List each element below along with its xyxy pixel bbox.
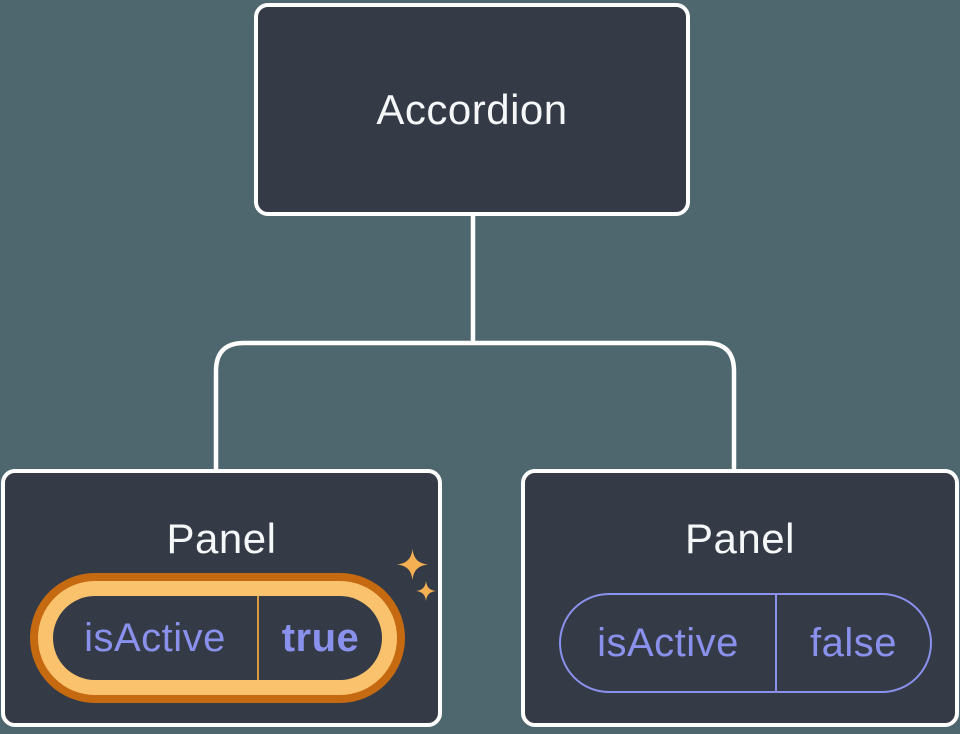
connector-branch xyxy=(213,340,737,471)
state-pill-divider xyxy=(775,595,777,691)
state-value-label: false xyxy=(810,620,897,665)
state-key-label: isActive xyxy=(84,615,226,660)
state-pill-interior: isActive true xyxy=(53,596,382,680)
state-pill-inactive: isActive false xyxy=(559,593,932,693)
component-node-accordion: Accordion xyxy=(254,3,690,216)
accordion-label: Accordion xyxy=(376,85,568,133)
component-node-panel-inactive: Panel isActive false xyxy=(521,469,959,727)
component-node-panel-active: Panel isActive true xyxy=(1,469,442,727)
sparkle-icon-large xyxy=(397,549,428,580)
state-pill-divider xyxy=(257,596,259,680)
state-pill-active: isActive true xyxy=(30,573,405,703)
panel-label: Panel xyxy=(685,515,795,562)
panel-label: Panel xyxy=(166,515,277,562)
state-key-label: isActive xyxy=(597,620,739,665)
sparkle-icon-small xyxy=(416,581,436,601)
state-value-label: true xyxy=(281,615,360,660)
